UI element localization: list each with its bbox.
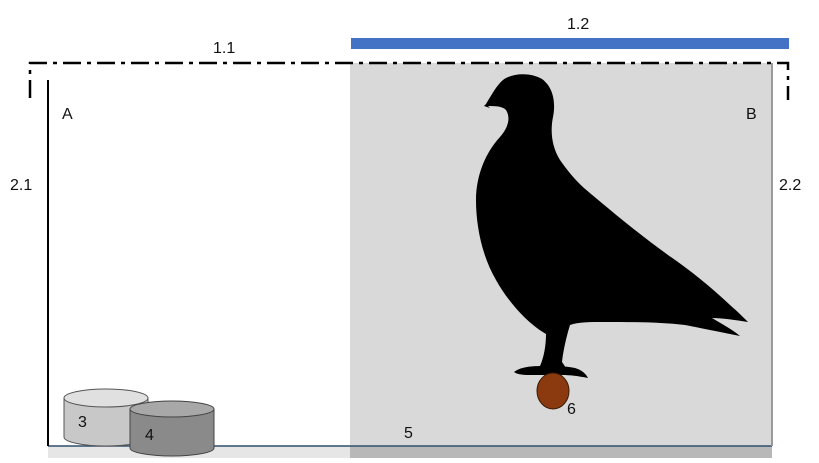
label-1-2: 1.2 xyxy=(567,17,589,33)
label-dish-4: 4 xyxy=(145,428,154,444)
label-egg-6: 6 xyxy=(567,402,576,418)
blue-bar-1-2 xyxy=(351,38,789,49)
label-2-2: 2.2 xyxy=(779,178,801,194)
floor-b-strip xyxy=(350,446,772,458)
label-1-1: 1.1 xyxy=(213,41,235,57)
label-dish-3: 3 xyxy=(78,415,87,431)
egg-6 xyxy=(537,373,569,409)
dish-4 xyxy=(130,401,214,456)
label-compartment-b: B xyxy=(746,107,757,123)
label-compartment-a: A xyxy=(62,107,73,123)
label-floor-5: 5 xyxy=(404,426,413,442)
label-2-1: 2.1 xyxy=(10,178,32,194)
